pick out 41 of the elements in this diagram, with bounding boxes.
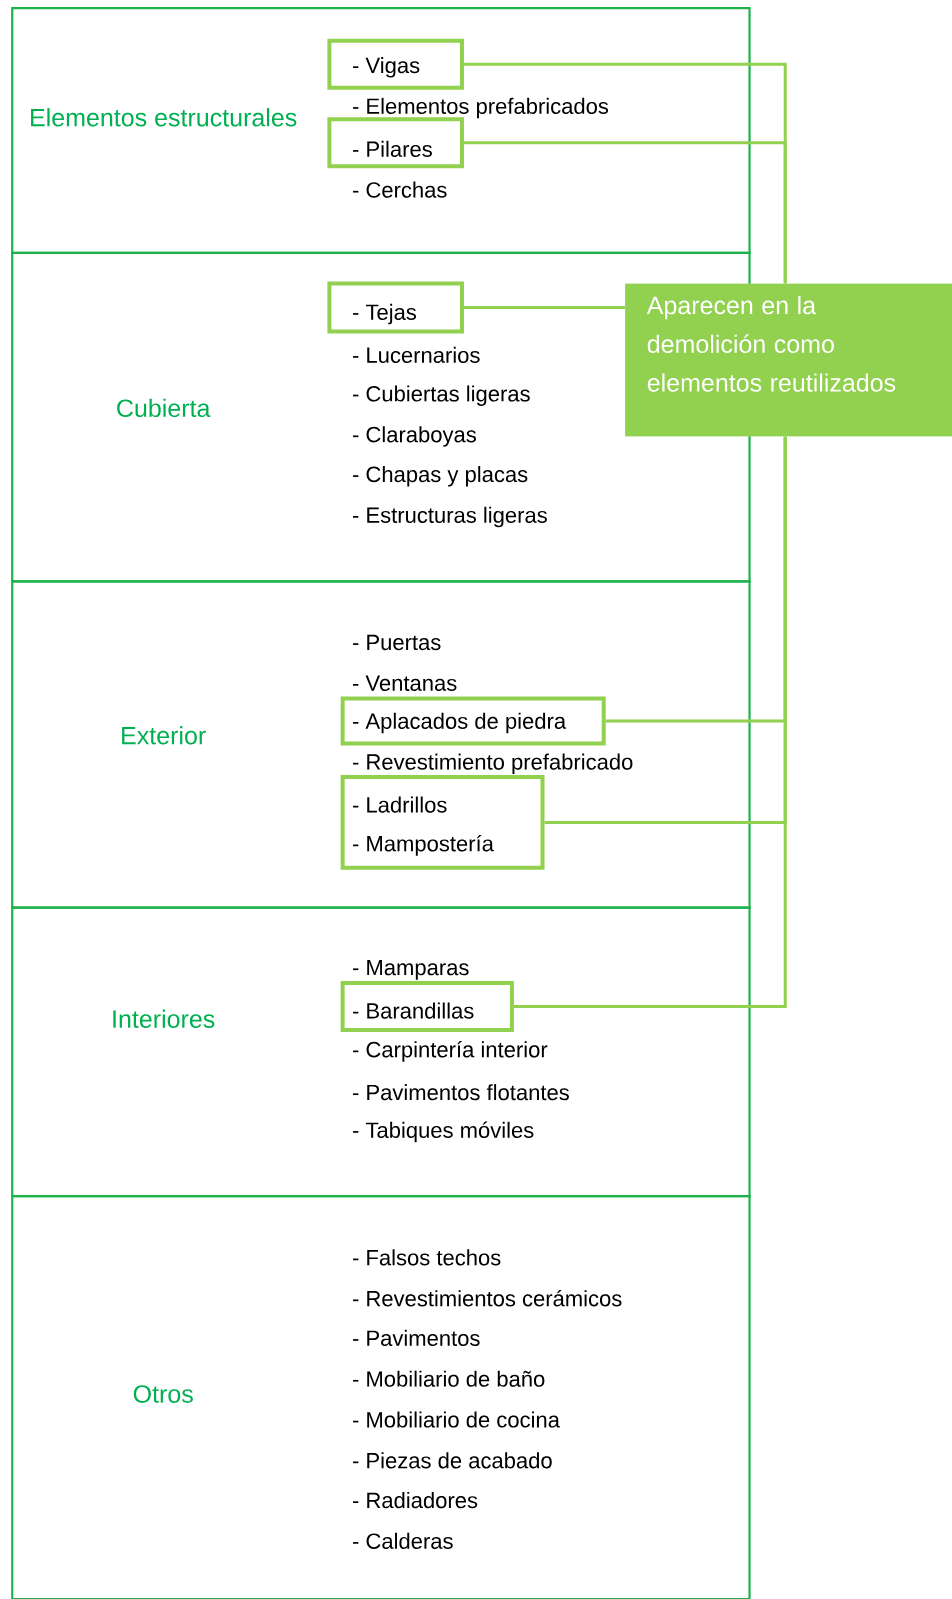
list-item: - Calderas <box>352 1532 453 1549</box>
category-title: Cubierta <box>116 398 211 418</box>
category-title: Elementos estructurales <box>30 108 297 127</box>
category-title: Otros <box>133 1385 193 1403</box>
list-item: - Ventanas <box>352 675 457 691</box>
list-item: - Radiadores <box>352 1492 477 1509</box>
list-item: - Pavimentos <box>352 1329 480 1347</box>
list-item: - Revestimientos cerámicos <box>352 1289 622 1307</box>
connector-line <box>463 141 787 284</box>
callout-box: Aparecen en la demolición como elementos reutilizados <box>624 283 952 437</box>
list-item: - Cubiertas ligeras <box>352 385 530 406</box>
connector-line <box>463 305 625 309</box>
list-item: - Claraboyas <box>352 426 476 447</box>
connector-line <box>513 436 787 1008</box>
highlight-box: - Aplacados de piedra <box>340 696 606 746</box>
category-band <box>10 7 751 254</box>
list-item: - Mobiliario de cocina <box>352 1411 560 1428</box>
list-item: - Mamparas <box>352 959 469 980</box>
list-item: - Mobiliario de baño <box>352 1370 545 1387</box>
highlight-box: - Barandillas <box>340 981 514 1032</box>
list-item: - Cerchas <box>352 181 447 198</box>
category-title: Interiores <box>113 1009 215 1028</box>
list-item: - Lucernarios <box>352 346 480 363</box>
category-band <box>10 580 751 909</box>
list-item: - Carpintería interior <box>352 1041 548 1062</box>
highlight-box: - Pilares <box>327 117 464 169</box>
highlight-box: - Ladrillos - Mampostería <box>340 775 545 870</box>
highlight-box: - Vigas <box>327 38 464 90</box>
list-item: - Tabiques móviles <box>352 1121 534 1143</box>
list-item: - Chapas y placas <box>352 466 528 487</box>
category-band <box>10 906 751 1198</box>
list-item: - Pavimentos flotantes <box>352 1084 569 1101</box>
list-item: - Revestimiento prefabricado <box>352 753 633 775</box>
list-item: - Estructuras ligeras <box>352 506 547 528</box>
highlight-box: - Tejas <box>327 281 464 334</box>
category-band <box>10 1195 751 1599</box>
category-title: Exterior <box>121 726 206 745</box>
list-item: - Piezas de acabado <box>352 1452 552 1469</box>
list-item: - Puertas <box>352 634 441 651</box>
list-item: - Falsos techos <box>352 1249 501 1266</box>
list-item: - Elementos prefabricados <box>352 97 608 119</box>
